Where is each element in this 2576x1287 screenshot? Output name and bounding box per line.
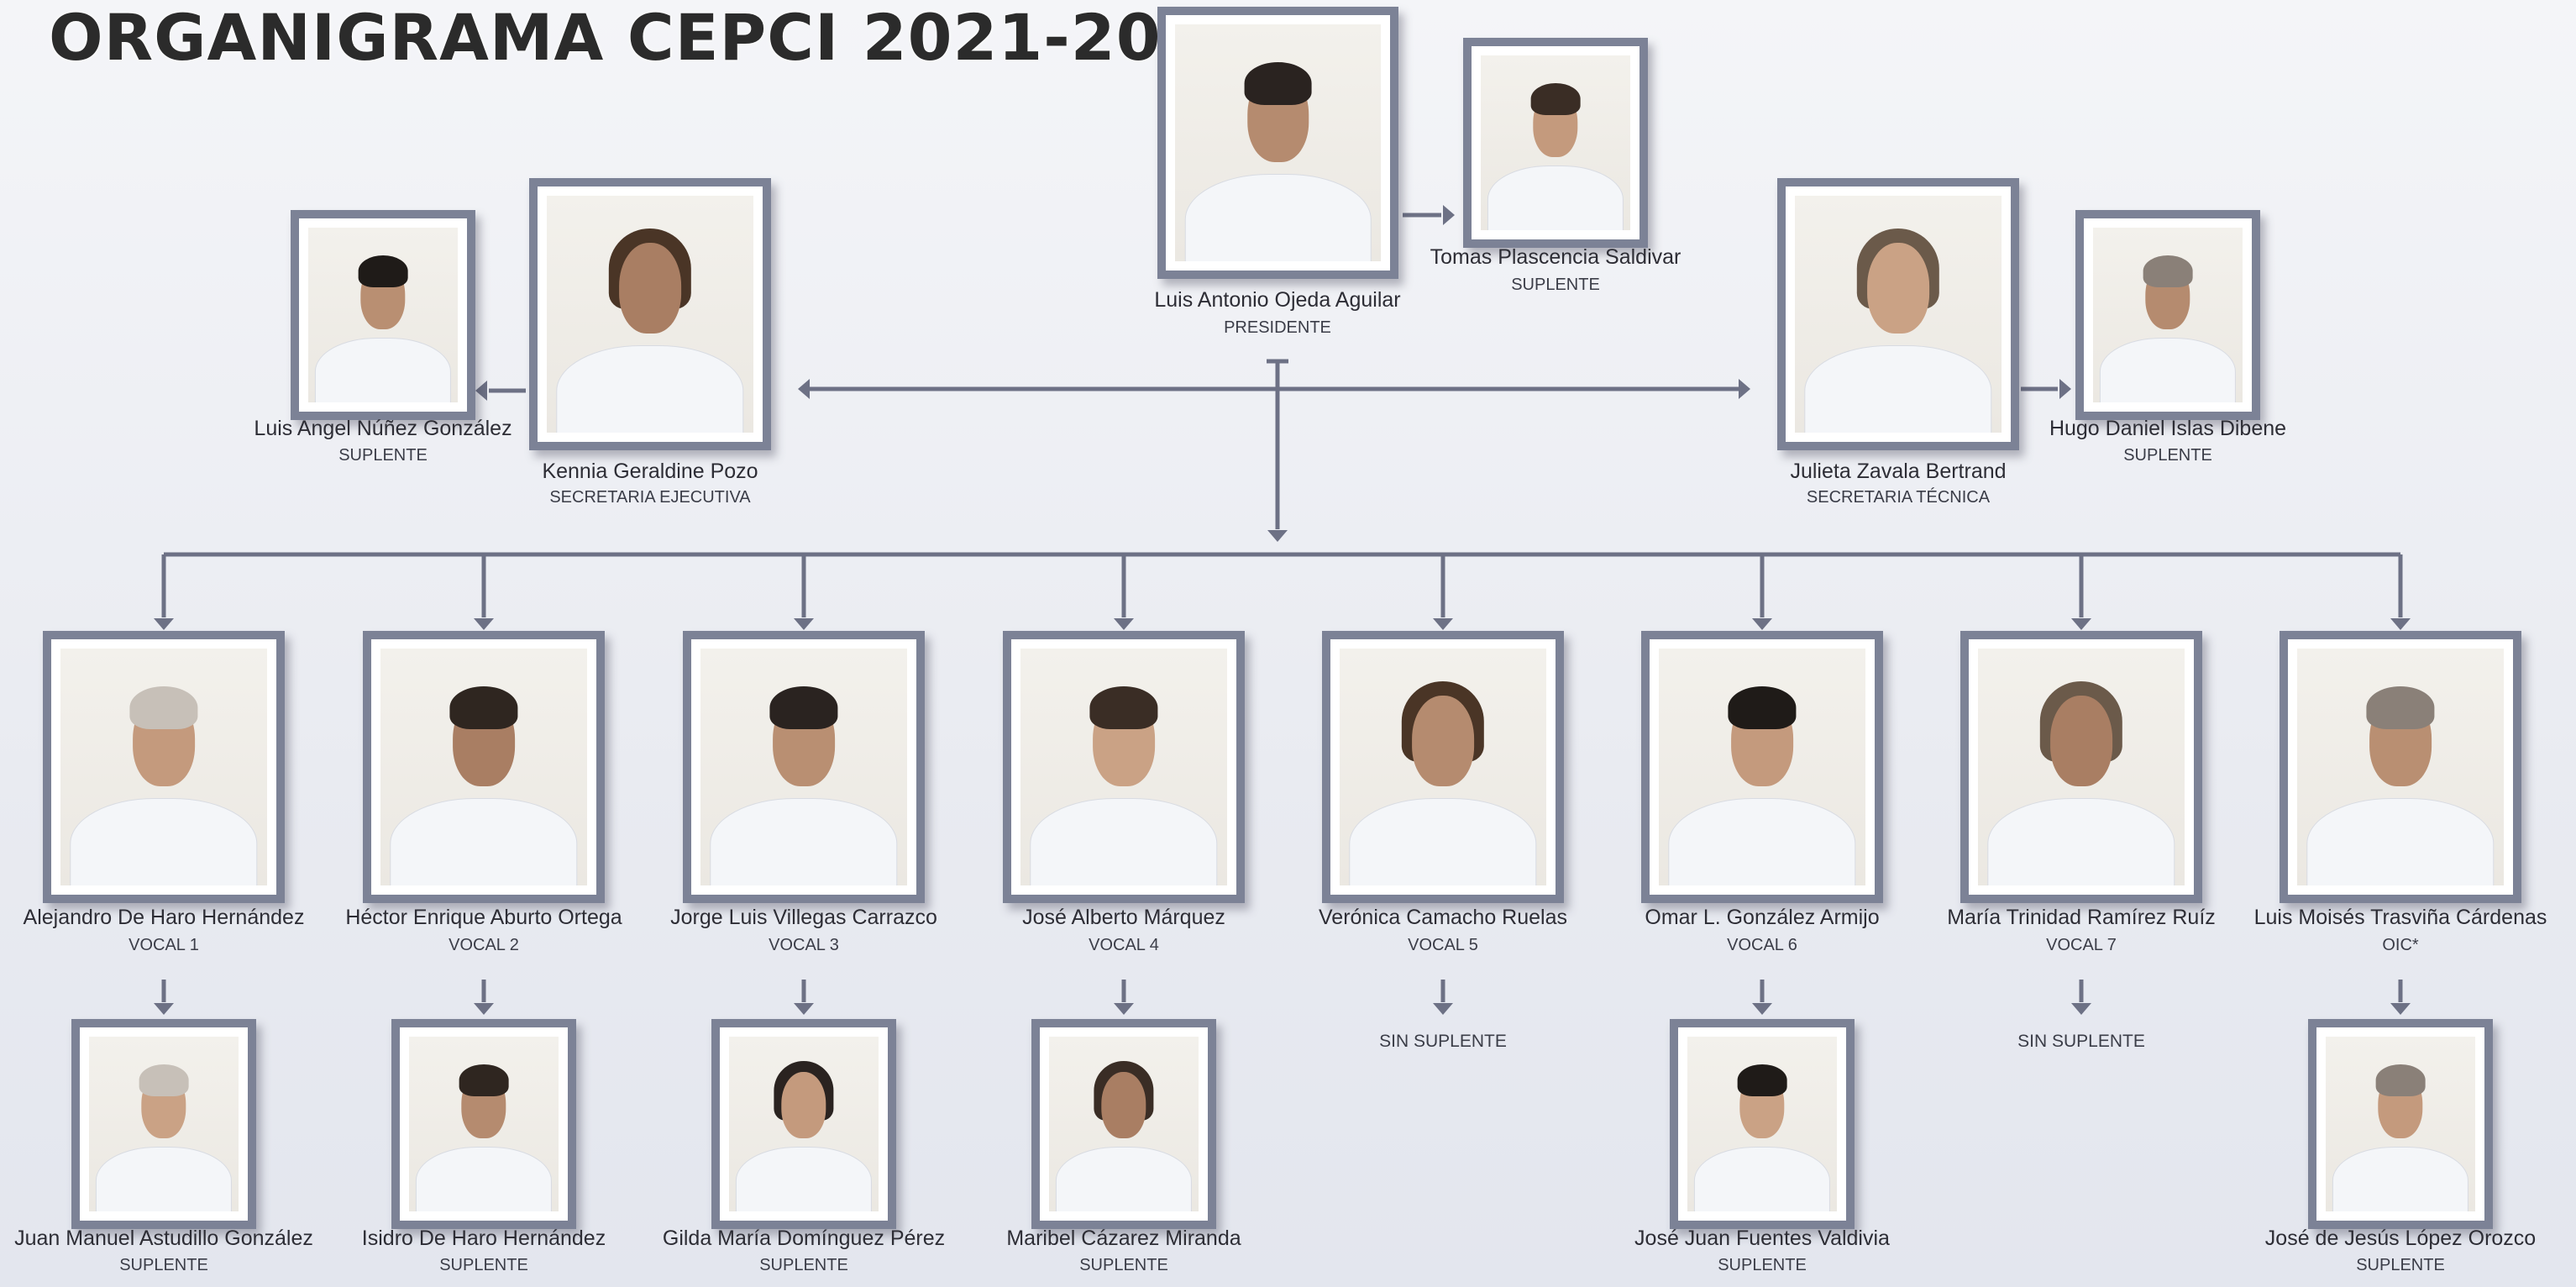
vocal-5-no-substitute: SIN SUPLENTE — [1379, 1032, 1507, 1051]
vocal-7-no-substitute: SIN SUPLENTE — [2017, 1032, 2145, 1051]
vocal-3-substitute-name: Gilda María Domínguez Pérez — [662, 1227, 946, 1250]
vocal-5-photo — [1322, 631, 1564, 903]
technical-secretary-photo — [1777, 178, 2019, 450]
vocal-4-role: VOCAL 4 — [1089, 936, 1159, 954]
executive-substitute-role: SUPLENTE — [338, 446, 428, 465]
executive-substitute-arrow — [475, 381, 487, 401]
technical-substitute-name: Hugo Daniel Islas Dibene — [2049, 417, 2287, 440]
vocal-2-drop-arrow — [474, 618, 494, 630]
vocal-6-substitute-photo — [1670, 1019, 1855, 1229]
executive-secretary-photo — [529, 178, 771, 450]
president-stem-arrow — [1267, 530, 1288, 542]
executive-substitute-photo — [291, 210, 475, 420]
vocal-3-substitute-role: SUPLENTE — [759, 1256, 848, 1274]
vocal-1-substitute-name: Juan Manuel Astudillo González — [14, 1227, 313, 1250]
technical-substitute-role: SUPLENTE — [2123, 446, 2212, 465]
vocal-5-substitute-arrow — [1433, 1003, 1453, 1015]
vocal-4-drop-arrow — [1114, 618, 1134, 630]
executive-secretary-name: Kennia Geraldine Pozo — [542, 460, 758, 483]
vocal-7-drop-arrow — [2071, 618, 2091, 630]
vocal-8-drop-arrow — [2390, 618, 2411, 630]
vocal-3-substitute-arrow — [794, 1003, 814, 1015]
president-substitute-name: Tomas Plascencia Saldivar — [1430, 245, 1681, 269]
president-substitute-role: SUPLENTE — [1511, 276, 1600, 294]
vocal-8-substitute-arrow — [2390, 1003, 2411, 1015]
vocal-3-substitute-photo — [711, 1019, 896, 1229]
technical-secretary-name: Julieta Zavala Bertrand — [1790, 460, 2007, 483]
vocal-6-role: VOCAL 6 — [1727, 936, 1797, 954]
vocal-2-name: Héctor Enrique Aburto Ortega — [345, 906, 622, 929]
president-substitute-photo — [1463, 38, 1648, 248]
vocal-4-name: José Alberto Márquez — [1022, 906, 1225, 929]
vocal-6-substitute-arrow — [1752, 1003, 1772, 1015]
vocal-7-name: María Trinidad Ramírez Ruíz — [1947, 906, 2216, 929]
vocal-8-photo — [2280, 631, 2521, 903]
vocal-8-name: Luis Moisés Trasviña Cárdenas — [2253, 906, 2547, 929]
vocal-3-photo — [683, 631, 925, 903]
vocal-7-role: VOCAL 7 — [2046, 936, 2117, 954]
president-name: Luis Antonio Ojeda Aguilar — [1154, 288, 1401, 312]
vocal-5-role: VOCAL 5 — [1408, 936, 1478, 954]
vocal-3-drop-arrow — [794, 618, 814, 630]
president-photo — [1157, 7, 1398, 279]
vocal-3-role: VOCAL 3 — [769, 936, 839, 954]
vocal-8-substitute-photo — [2308, 1019, 2493, 1229]
vocal-2-substitute-arrow — [474, 1003, 494, 1015]
vocal-1-substitute-role: SUPLENTE — [119, 1256, 208, 1274]
vocal-7-photo — [1960, 631, 2202, 903]
page-title: ORGANIGRAMA CEPCI 2021-2024 — [49, 0, 1252, 75]
vocal-1-substitute-arrow — [154, 1003, 174, 1015]
vocal-3-name: Jorge Luis Villegas Carrazco — [670, 906, 937, 929]
vocal-1-drop-arrow — [154, 618, 174, 630]
vocal-8-substitute-name: José de Jesús López Orozco — [2264, 1227, 2537, 1250]
vocal-6-substitute-role: SUPLENTE — [1718, 1256, 1807, 1274]
vocal-8-role: OIC* — [2382, 936, 2419, 954]
executive-secretary-role: SECRETARIA EJECUTIVA — [549, 488, 751, 507]
president-role: PRESIDENTE — [1224, 318, 1331, 337]
vocal-5-name: Verónica Camacho Ruelas — [1319, 906, 1567, 929]
vocal-4-substitute-role: SUPLENTE — [1079, 1256, 1168, 1274]
vocal-6-substitute-name: José Juan Fuentes Valdivia — [1634, 1227, 1890, 1250]
vocal-2-substitute-photo — [391, 1019, 576, 1229]
vocal-2-substitute-name: Isidro De Haro Hernández — [361, 1227, 606, 1250]
vocal-1-role: VOCAL 1 — [129, 936, 199, 954]
vocal-8-substitute-role: SUPLENTE — [2356, 1256, 2445, 1274]
secretaries-link-arrow-right — [1739, 379, 1750, 399]
secretaries-link-arrow-left — [798, 379, 810, 399]
vocal-4-substitute-arrow — [1114, 1003, 1134, 1015]
vocal-1-photo — [43, 631, 285, 903]
vocal-4-photo — [1003, 631, 1245, 903]
vocal-4-substitute-photo — [1031, 1019, 1216, 1229]
vocal-1-substitute-photo — [71, 1019, 256, 1229]
vocal-6-drop-arrow — [1752, 618, 1772, 630]
vocal-2-substitute-role: SUPLENTE — [439, 1256, 528, 1274]
vocal-6-name: Omar L. González Armijo — [1645, 906, 1880, 929]
vocal-6-photo — [1641, 631, 1883, 903]
executive-substitute-name: Luis Angel Núñez González — [254, 417, 512, 440]
president-substitute-arrow — [1443, 205, 1455, 225]
technical-substitute-photo — [2075, 210, 2260, 420]
technical-secretary-role: SECRETARIA TÉCNICA — [1806, 488, 1991, 507]
vocal-7-substitute-arrow — [2071, 1003, 2091, 1015]
vocal-4-substitute-name: Maribel Cázarez Miranda — [1006, 1227, 1241, 1250]
technical-substitute-arrow — [2059, 379, 2071, 399]
vocal-2-photo — [363, 631, 605, 903]
vocal-2-role: VOCAL 2 — [449, 936, 519, 954]
vocal-5-drop-arrow — [1433, 618, 1453, 630]
vocal-1-name: Alejandro De Haro Hernández — [23, 906, 305, 929]
